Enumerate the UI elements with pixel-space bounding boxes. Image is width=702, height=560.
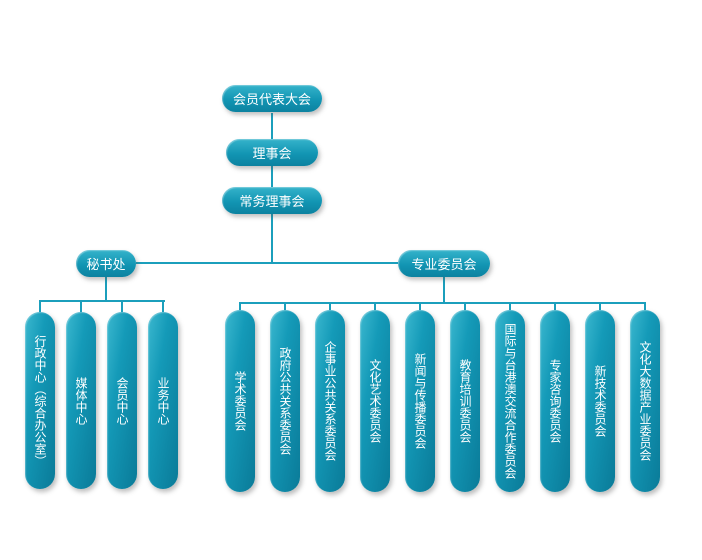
leaf-label: 行政中心（综合办公室） (33, 334, 47, 467)
leaf-new-tech-committee: 新技术委员会 (585, 310, 615, 492)
leaf-label: 学术委员会 (233, 371, 247, 431)
leaf-news-communication-committee: 新闻与传播委员会 (405, 310, 435, 492)
leaf-expert-advisory-committee: 专家咨询委员会 (540, 310, 570, 492)
leaf-media-center: 媒体中心 (66, 312, 96, 489)
connector-stub (239, 302, 241, 311)
connector-right-group-horizontal (239, 302, 646, 304)
leaf-label: 业务中心 (156, 376, 170, 425)
connector-stub (419, 302, 421, 311)
leaf-label: 文化艺术委员会 (368, 359, 382, 443)
leaf-label: 国际与台港澳交流合作委员会 (503, 323, 517, 479)
connector-stub (121, 300, 123, 313)
leaf-label: 媒体中心 (74, 376, 88, 425)
leaf-label: 会员中心 (115, 376, 129, 425)
leaf-gov-pr-committee: 政府公共关系委员会 (270, 310, 300, 492)
connector-secretariat-down (105, 277, 107, 302)
connector-stub (80, 300, 82, 313)
leaf-international-exchange-committee: 国际与台港澳交流合作委员会 (495, 310, 525, 492)
connector-stub (554, 302, 556, 311)
node-secretariat: 秘书处 (76, 250, 136, 277)
leaf-member-center: 会员中心 (107, 312, 137, 489)
connector-root-council (271, 113, 273, 140)
connector-stub (464, 302, 466, 311)
connector-stub (39, 300, 41, 313)
leaf-label: 新闻与传播委员会 (413, 353, 427, 449)
leaf-admin-center: 行政中心（综合办公室） (25, 312, 55, 489)
connector-council-standing (271, 166, 273, 188)
node-council: 理事会 (226, 139, 318, 166)
leaf-enterprise-pr-committee: 企事业公共关系委员会 (315, 310, 345, 492)
connector-branch-horizontal (136, 262, 398, 264)
connector-left-group-horizontal (39, 300, 165, 302)
connector-stub (509, 302, 511, 311)
connector-stub (599, 302, 601, 311)
connector-stub (329, 302, 331, 311)
connector-stub (374, 302, 376, 311)
leaf-academic-committee: 学术委员会 (225, 310, 255, 492)
leaf-education-training-committee: 教育培训委员会 (450, 310, 480, 492)
connector-stub (284, 302, 286, 311)
leaf-label: 新技术委员会 (593, 365, 607, 437)
connector-standing-branch (271, 214, 273, 264)
connector-stub (162, 300, 164, 313)
leaf-culture-art-committee: 文化艺术委员会 (360, 310, 390, 492)
node-member-assembly: 会员代表大会 (222, 85, 322, 112)
leaf-label: 政府公共关系委员会 (278, 347, 292, 455)
node-professional-committees: 专业委员会 (398, 250, 490, 277)
leaf-label: 文化大数据产业委员会 (638, 341, 652, 461)
leaf-business-center: 业务中心 (148, 312, 178, 489)
connector-stub (644, 302, 646, 311)
node-standing-council: 常务理事会 (222, 187, 322, 214)
leaf-culture-bigdata-committee: 文化大数据产业委员会 (630, 310, 660, 492)
leaf-label: 专家咨询委员会 (548, 359, 562, 443)
connector-committees-down (443, 277, 445, 304)
leaf-label: 教育培训委员会 (458, 359, 472, 443)
leaf-label: 企事业公共关系委员会 (323, 341, 337, 461)
